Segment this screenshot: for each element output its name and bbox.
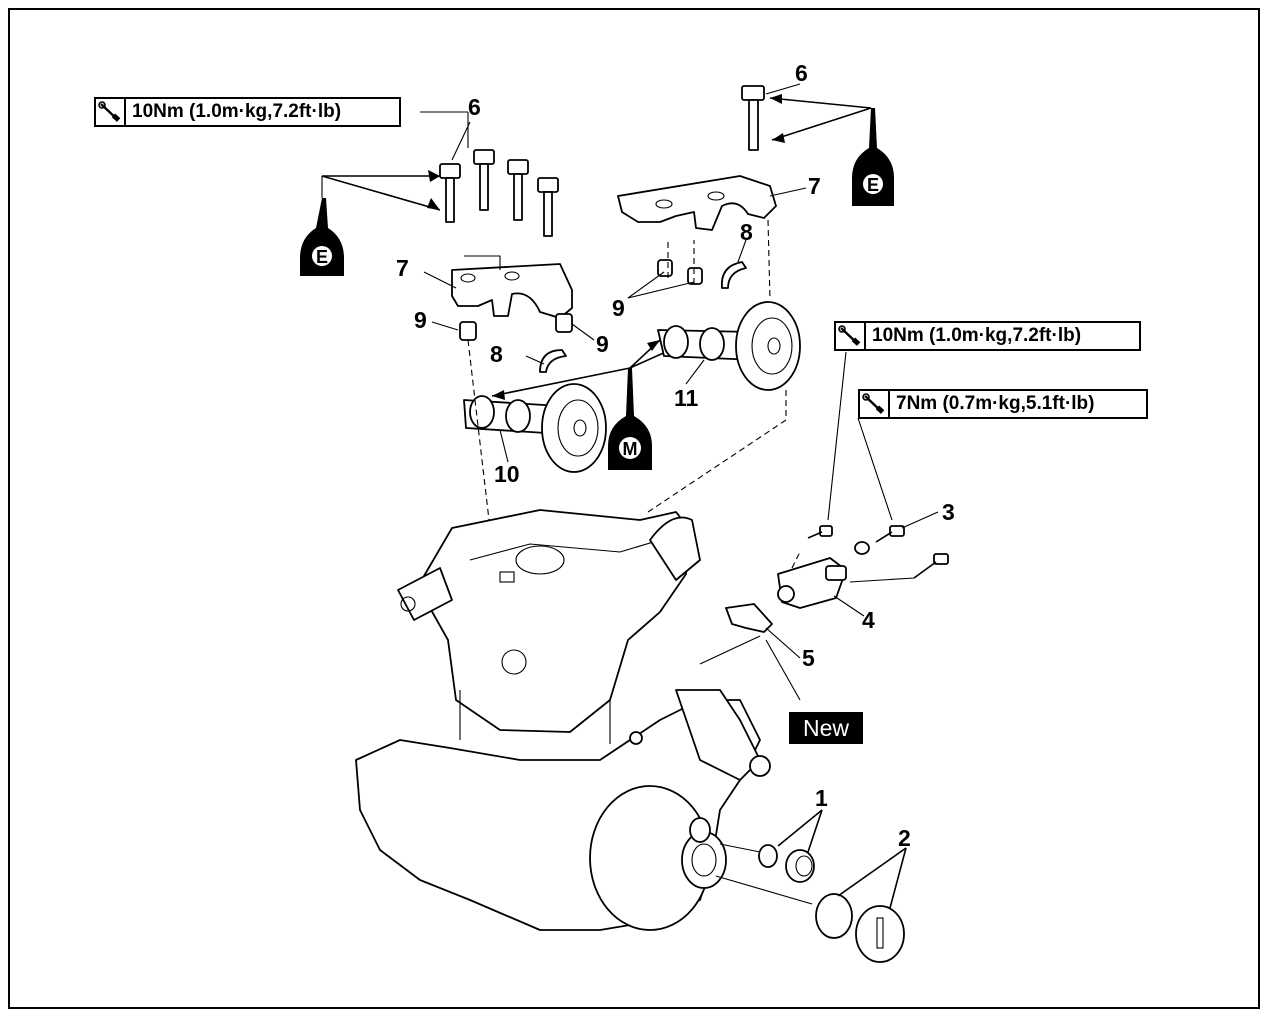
engine-assembly: [355, 509, 771, 931]
part-number: 6: [468, 94, 481, 120]
part-number: 9: [612, 295, 625, 321]
camshaft-cap: [617, 175, 777, 231]
camshaft-cap-bolt: [537, 177, 559, 237]
part-number: 9: [596, 331, 609, 357]
torque-wrench-icon: [836, 323, 866, 349]
oil-can-icon: M: [608, 368, 652, 470]
torque-spec-label: 7Nm (0.7m·kg,5.1ft·lb): [858, 389, 1148, 419]
torque-spec-label: 10Nm (1.0m·kg,7.2ft·lb): [94, 97, 401, 127]
oil-can-icon: E: [300, 198, 344, 276]
sealing-washer: [854, 541, 870, 555]
lubricant-symbol: M: [623, 439, 638, 459]
torque-wrench-icon: [860, 391, 890, 417]
lubricant-symbol: E: [867, 175, 879, 195]
torque-spec-label: 10Nm (1.0m·kg,7.2ft·lb): [834, 321, 1141, 351]
tensioner-bolt: [913, 553, 949, 579]
part-number-labels: 6 6 7 7 8 8 9 9 9 10 11 3 4 5 1 2: [396, 60, 955, 851]
part-number: 11: [674, 385, 699, 411]
diagram-frame: [8, 8, 1260, 1009]
torque-spec-text: 7Nm (0.7m·kg,5.1ft·lb): [896, 393, 1095, 414]
timing-check-plug: [785, 849, 815, 883]
part-number: 5: [802, 645, 815, 671]
tensioner-bolt: [807, 525, 833, 539]
part-number: 6: [795, 60, 808, 86]
oil-can-icon: E: [852, 108, 894, 206]
dowel-pin: [459, 321, 477, 341]
tensioner-cap-bolt: [875, 525, 905, 543]
torque-wrench-icon: [96, 99, 126, 125]
crankshaft-end-plug: [855, 905, 905, 963]
dowel-pin: [657, 259, 673, 277]
intake-camshaft: [463, 383, 607, 473]
exhaust-camshaft: [657, 301, 801, 391]
camshaft-cap-bolt: [473, 149, 495, 211]
part-number: 7: [808, 173, 821, 199]
dowel-pin: [555, 313, 573, 333]
camshaft-cap-bolt: [439, 163, 461, 223]
crankshaft-end-plug-o-ring: [815, 893, 853, 939]
torque-spec-text: 10Nm (1.0m·kg,7.2ft·lb): [132, 101, 342, 122]
timing-chain-tensioner: [777, 557, 847, 609]
tensioner-gasket: [725, 603, 773, 633]
camshaft-cap-bolt: [507, 159, 529, 221]
part-number: 2: [898, 825, 911, 851]
part-number: 4: [862, 607, 875, 633]
part-number: 3: [942, 499, 955, 525]
lubricant-symbol: E: [316, 247, 328, 267]
timing-check-plug-o-ring: [758, 844, 778, 868]
torque-leader-lines: [420, 111, 893, 521]
part-number: 1: [815, 785, 828, 811]
camshaft-cap-bolt: [741, 85, 765, 151]
part-number: 8: [490, 341, 503, 367]
camshaft-cap: [451, 255, 573, 319]
half-ring-clip: [720, 261, 747, 289]
part-number: 8: [740, 219, 753, 245]
half-ring-clip: [539, 349, 567, 373]
dowel-pin: [687, 267, 703, 285]
part-number: 10: [494, 461, 520, 487]
new-part-badge: New: [789, 712, 863, 744]
part-number: 9: [414, 307, 427, 333]
part-number: 7: [396, 255, 409, 281]
torque-spec-text: 10Nm (1.0m·kg,7.2ft·lb): [872, 325, 1082, 346]
